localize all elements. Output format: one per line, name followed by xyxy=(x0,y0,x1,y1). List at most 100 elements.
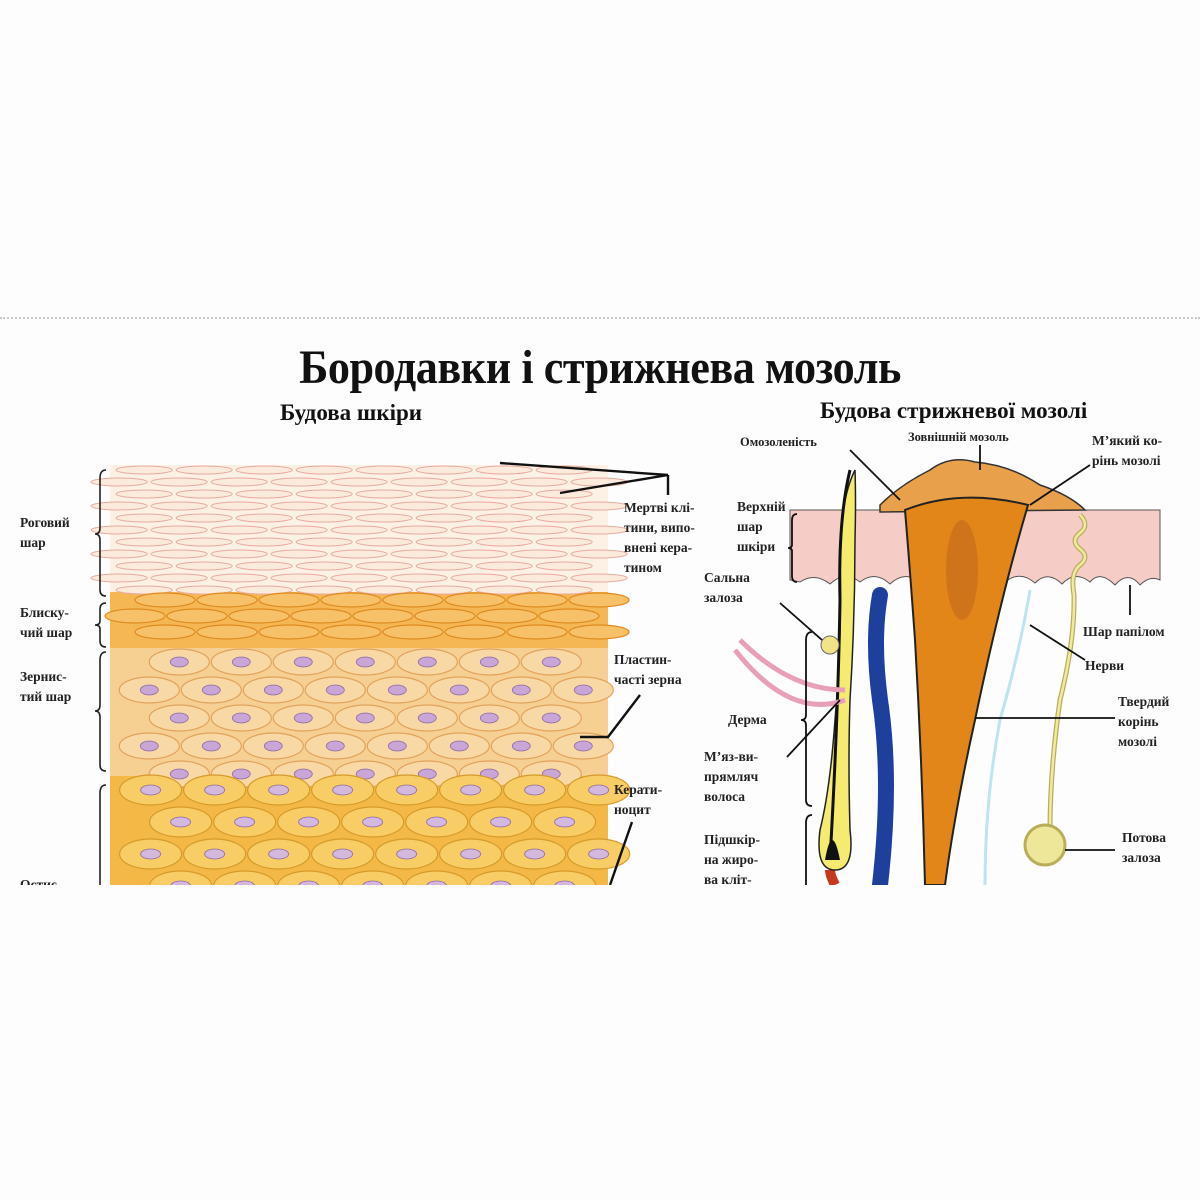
nucleus xyxy=(417,656,437,668)
dead-cell xyxy=(330,501,388,511)
nucleus xyxy=(460,784,482,796)
sweat-gland xyxy=(1023,823,1067,867)
dead-cell xyxy=(390,501,448,511)
dead-cell xyxy=(535,537,593,547)
dead-cell xyxy=(90,501,148,511)
label-dermis: Дерма xyxy=(728,712,767,727)
label-lamellar-granules: Пластин- часті зерна xyxy=(614,652,682,687)
lucid-cell xyxy=(568,592,630,608)
dead-cell xyxy=(330,477,388,487)
label-callus-area: Омозоленість xyxy=(740,435,817,449)
dead-cell xyxy=(390,477,448,487)
nucleus xyxy=(231,768,251,780)
dead-cell xyxy=(270,525,328,535)
dead-cell xyxy=(475,561,533,571)
dead-cell xyxy=(90,477,148,487)
lucid-cell xyxy=(444,624,506,640)
dead-cell xyxy=(415,537,473,547)
dead-cell xyxy=(390,573,448,583)
dead-cell xyxy=(115,585,173,595)
nucleus xyxy=(449,684,469,696)
lucid-cell xyxy=(166,608,228,624)
blood-vessel xyxy=(868,587,894,885)
nucleus xyxy=(139,684,159,696)
lucid-cell xyxy=(134,624,196,640)
dead-cell xyxy=(90,549,148,559)
nucleus xyxy=(524,848,546,860)
dead-cell xyxy=(355,537,413,547)
nucleus xyxy=(263,684,283,696)
dead-cell xyxy=(390,525,448,535)
nucleus xyxy=(511,684,531,696)
nucleus xyxy=(298,880,319,885)
dead-cell xyxy=(355,465,413,475)
nucleus xyxy=(325,740,345,752)
nucleus xyxy=(170,880,191,885)
dead-cell xyxy=(475,585,533,595)
nucleus xyxy=(426,880,447,885)
dead-cell xyxy=(235,465,293,475)
dead-cell xyxy=(295,513,353,523)
dead-cell xyxy=(570,501,628,511)
skin-cross-section xyxy=(90,465,631,885)
dead-cell xyxy=(150,501,208,511)
dead-cell xyxy=(510,501,568,511)
nucleus xyxy=(554,880,575,885)
nucleus xyxy=(234,816,256,828)
dead-cell xyxy=(150,477,208,487)
label-stratum-corneum: Роговий шар xyxy=(20,515,70,550)
keratinocyte xyxy=(341,870,405,885)
dead-cell xyxy=(535,513,593,523)
label-keratinocyte: Керати- ноцит xyxy=(614,782,663,817)
dead-cell xyxy=(450,573,508,583)
nucleus xyxy=(490,816,512,828)
nucleus xyxy=(169,712,189,724)
dead-cell xyxy=(235,489,293,499)
dead-cell xyxy=(210,525,268,535)
dead-cell xyxy=(415,489,473,499)
lucid-cell xyxy=(476,608,538,624)
nucleus xyxy=(298,816,320,828)
page-title: Бородавки і стрижнева мозоль xyxy=(299,341,901,394)
nucleus xyxy=(355,656,375,668)
nucleus xyxy=(541,712,561,724)
dead-cell xyxy=(535,489,593,499)
label-soft-root: М’який ко- рінь мозолі xyxy=(1092,433,1163,468)
dead-cell xyxy=(150,525,208,535)
dead-cell xyxy=(570,525,628,535)
dead-cell xyxy=(150,549,208,559)
dead-cell xyxy=(115,465,173,475)
nucleus xyxy=(231,656,251,668)
lucid-cell xyxy=(320,592,382,608)
dead-cell xyxy=(415,585,473,595)
dead-cell xyxy=(175,513,233,523)
nucleus xyxy=(396,784,418,796)
dead-cell xyxy=(270,477,328,487)
nucleus xyxy=(479,712,499,724)
nucleus xyxy=(362,816,384,828)
nucleus xyxy=(231,712,251,724)
nucleus xyxy=(479,656,499,668)
hair xyxy=(828,469,852,861)
dead-cell xyxy=(535,585,593,595)
nucleus xyxy=(541,656,561,668)
dead-cell xyxy=(235,585,293,595)
nucleus xyxy=(293,712,313,724)
dead-cell xyxy=(510,477,568,487)
nucleus xyxy=(170,816,192,828)
dead-cell xyxy=(450,501,508,511)
lucid-cell xyxy=(228,608,290,624)
dotted-divider xyxy=(0,317,1200,319)
label-stratum-granulosum: Зернис- тий шар xyxy=(20,669,72,704)
keratinocyte xyxy=(469,870,533,885)
dead-cell xyxy=(450,525,508,535)
dead-cell xyxy=(510,573,568,583)
dead-cell xyxy=(415,561,473,571)
dead-cell xyxy=(330,525,388,535)
lucid-cell xyxy=(258,624,320,640)
nucleus xyxy=(387,684,407,696)
nucleus xyxy=(169,656,189,668)
lucid-cell xyxy=(104,608,166,624)
keratinocyte xyxy=(405,870,469,885)
dead-cell xyxy=(295,489,353,499)
